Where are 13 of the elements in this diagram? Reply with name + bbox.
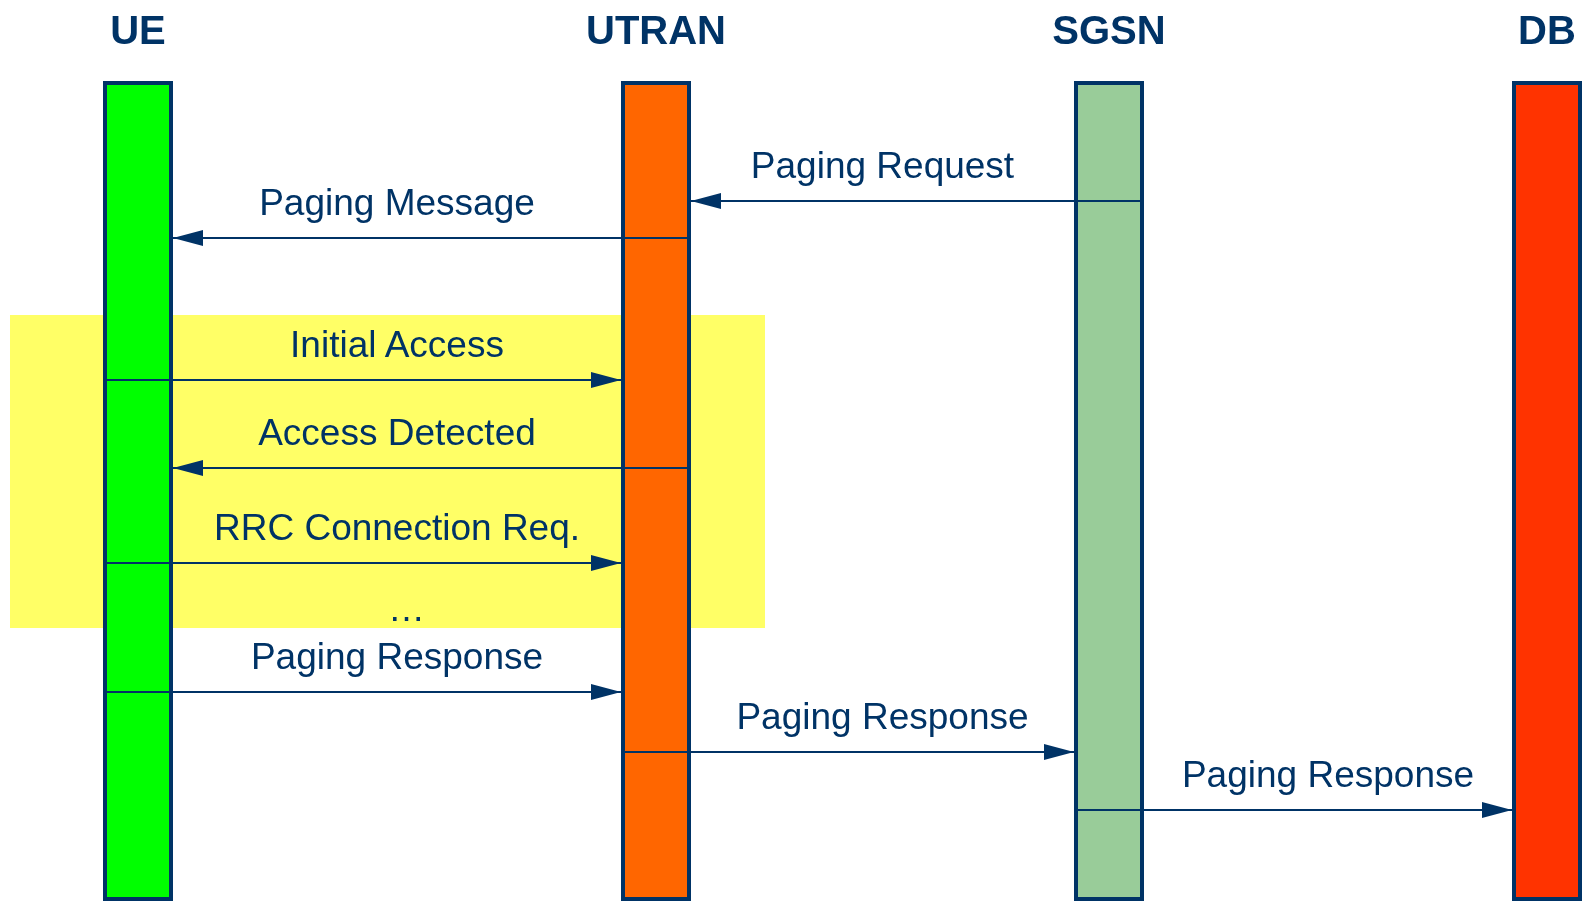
ellipsis-note: … (388, 588, 425, 630)
edge-label: Paging Message (259, 182, 535, 224)
lifeline-title: SGSN (1052, 10, 1166, 50)
edge-label: Initial Access (290, 324, 504, 366)
lifeline-title: UTRAN (586, 10, 726, 50)
lifeline-title: UE (110, 10, 166, 50)
edge-label: Paging Request (750, 145, 1015, 187)
edge-label: Access Detected (258, 412, 536, 454)
edge-label: Paging Response (1181, 754, 1475, 796)
edge-label: RRC Connection Req. (213, 507, 581, 549)
edge-label: Paging Response (736, 696, 1029, 738)
lifeline-title: DB (1518, 10, 1576, 50)
edge-label: Paging Response (250, 636, 544, 678)
